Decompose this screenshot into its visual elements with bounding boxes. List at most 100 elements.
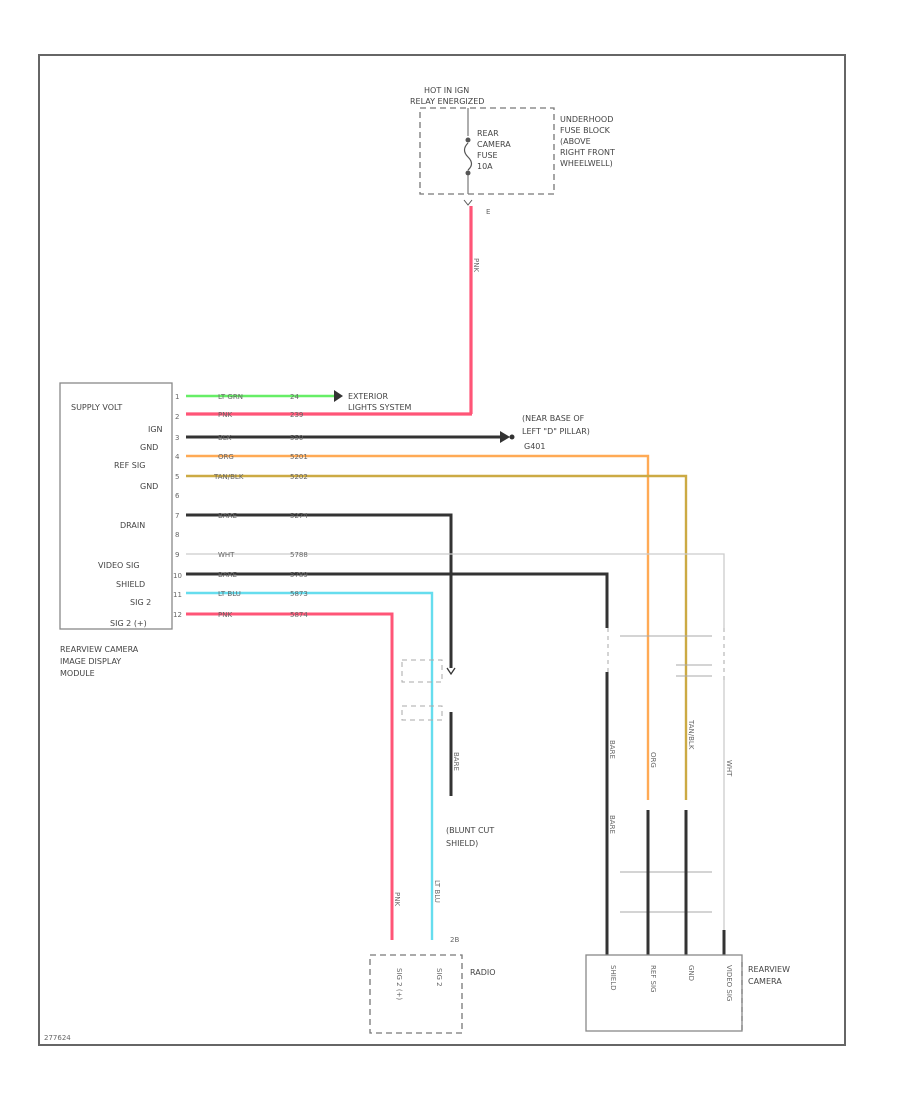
radio-pin-sig2-plus: SIG 2 (+) xyxy=(395,968,403,1000)
footer-code: 277624 xyxy=(44,1034,71,1042)
camera-pin-shield: SHIELD xyxy=(609,965,617,990)
module-pin-label-5: GND xyxy=(140,482,158,491)
camera-label-1: REARVIEW xyxy=(748,965,790,974)
module-pin-7: 7 xyxy=(175,512,179,520)
module-pin-9: 9 xyxy=(175,551,179,559)
fuse-connector-icon xyxy=(463,199,473,206)
wire-pin12-pnk xyxy=(186,612,394,940)
camera-upper-wire-label-2: BARE xyxy=(608,815,616,834)
wire-color-pin5: TAN/BLK xyxy=(213,473,244,481)
module-pin-8: 8 xyxy=(175,531,179,539)
wire-color-pin1: LT GRN xyxy=(218,393,243,401)
wire-pin5-tanblk xyxy=(186,474,688,800)
wire-color-pin7: BARE xyxy=(218,512,237,520)
module-box xyxy=(59,382,173,630)
module-pin-label-4: REF SIG xyxy=(114,461,145,470)
fuse-line-4: 10A xyxy=(477,162,493,171)
fuse-desc-5: WHEELWELL) xyxy=(560,159,613,168)
fuse-desc-1: UNDERHOOD xyxy=(560,115,613,124)
camera-pin-video-sig: VIDEO SIG xyxy=(725,965,733,1001)
fuse-line-3: FUSE xyxy=(477,151,498,160)
wire-pin10-shield xyxy=(186,572,609,628)
camera-wire-color-wht: WHT xyxy=(725,760,733,777)
wire-pin9-wht xyxy=(186,553,725,628)
wire-circuit-pin4: 5201 xyxy=(290,453,308,461)
ground-label-2: LEFT "D" PILLAR) xyxy=(522,427,590,436)
module-pin-label-9: VIDEO SIG xyxy=(98,561,140,570)
wire-circuit-pin5: 5202 xyxy=(290,473,308,481)
module-pin-label-2: IGN xyxy=(148,425,163,434)
module-pin-label-1: SUPPLY VOLT xyxy=(71,403,122,412)
camera-pin-gnd: GND xyxy=(687,965,695,981)
fuse-hot-label-2: RELAY ENERGIZED xyxy=(410,97,484,106)
wire-circuit-pin10: 5789 xyxy=(290,571,308,579)
camera-wire-color-tanblk: TAN/BLK xyxy=(687,719,695,750)
shield-note-2: SHIELD) xyxy=(446,839,478,848)
fuse-terminal-bottom xyxy=(465,170,471,176)
module-pin-label-3: GND xyxy=(140,443,158,452)
module-pin-3: 3 xyxy=(175,434,179,442)
module-pin-10: 10 xyxy=(173,572,182,580)
fuse-desc-2: FUSE BLOCK xyxy=(560,126,611,135)
radio-box xyxy=(369,954,463,1034)
fuse-desc-4: RIGHT FRONT xyxy=(560,148,615,157)
radio-pin-id: 2B xyxy=(450,936,459,944)
ground-terminal-icon xyxy=(509,434,515,440)
module-pin-label-7: DRAIN xyxy=(120,521,145,530)
wire-circuit-pin3: 550 xyxy=(290,434,303,442)
fuse-hot-label-1: HOT IN IGN xyxy=(424,86,469,95)
module-pin-12: 12 xyxy=(173,611,182,619)
wire-pin11-ltblu xyxy=(186,591,434,940)
radio-pin-sig2: SIG 2 xyxy=(435,968,443,987)
drain-splice-upper xyxy=(401,659,443,683)
wire-color-pin2: PNK xyxy=(218,411,232,419)
radio-label: RADIO xyxy=(470,968,496,977)
module-pin-label-11: SIG 2 xyxy=(130,598,151,607)
module-pin-2: 2 xyxy=(175,413,179,421)
exterior-lights-arrow-icon xyxy=(334,390,343,402)
module-pin-1: 1 xyxy=(175,393,179,401)
module-name-2: IMAGE DISPLAY xyxy=(60,657,121,666)
module-pin-label-12: SIG 2 (+) xyxy=(110,619,147,628)
fuse-block: HOT IN IGN RELAY ENERGIZED REAR CAMERA F… xyxy=(410,86,615,216)
camera-label-2: CAMERA xyxy=(748,977,782,986)
wire-color-pin3: BLK xyxy=(218,434,232,442)
radio-wire-color-ltblu: LT BLU xyxy=(433,880,441,903)
camera-wire-color-org: ORG xyxy=(649,752,657,768)
wire-pin4-org xyxy=(186,454,650,800)
fuse-terminal-top xyxy=(465,137,471,143)
fuse-line-2: CAMERA xyxy=(477,140,511,149)
module-name-3: MODULE xyxy=(60,669,95,678)
ground-label-3: G401 xyxy=(524,442,545,451)
radio-wire-color-pnk: PNK xyxy=(393,892,401,906)
camera-pin-ref-sig: REF SIG xyxy=(649,965,657,992)
camera-upper-wire-label-1: BARE xyxy=(608,740,616,759)
module-name-1: REARVIEW CAMERA xyxy=(60,645,139,654)
module-pin-4: 4 xyxy=(175,453,180,461)
wire-circuit-pin1: 24 xyxy=(290,393,299,401)
ground-arrow-icon xyxy=(500,431,510,443)
shield-note-1: (BLUNT CUT xyxy=(446,826,494,835)
wire-color-pin9: WHT xyxy=(218,551,235,559)
wire-color-pin11: LT BLU xyxy=(218,590,241,598)
drain-shield-wire-label: BARE xyxy=(452,752,460,771)
wire-circuit-pin2: 239 xyxy=(290,411,303,419)
feed-wire-color: PNK xyxy=(472,258,480,272)
fuse-pin: E xyxy=(486,208,490,216)
wire-color-pin12: PNK xyxy=(218,611,232,619)
module-pin-6: 6 xyxy=(175,492,180,500)
fuse-element-icon xyxy=(463,142,473,171)
diagram-border xyxy=(38,54,846,1046)
wire-color-pin10: BARE xyxy=(218,571,237,579)
module-pin-label-10: SHIELD xyxy=(116,580,145,589)
wire-circuit-pin11: 5873 xyxy=(290,590,308,598)
wire-pin7-drain xyxy=(186,513,453,668)
module-pin-11: 11 xyxy=(173,591,182,599)
exterior-lights-label-1: EXTERIOR xyxy=(348,392,389,401)
camera-box xyxy=(585,954,743,1032)
wire-circuit-pin9: 5788 xyxy=(290,551,308,559)
fuse-line-1: REAR xyxy=(477,129,499,138)
drain-splice-lower xyxy=(401,705,443,721)
wire-circuit-pin7: 5274 xyxy=(290,512,308,520)
